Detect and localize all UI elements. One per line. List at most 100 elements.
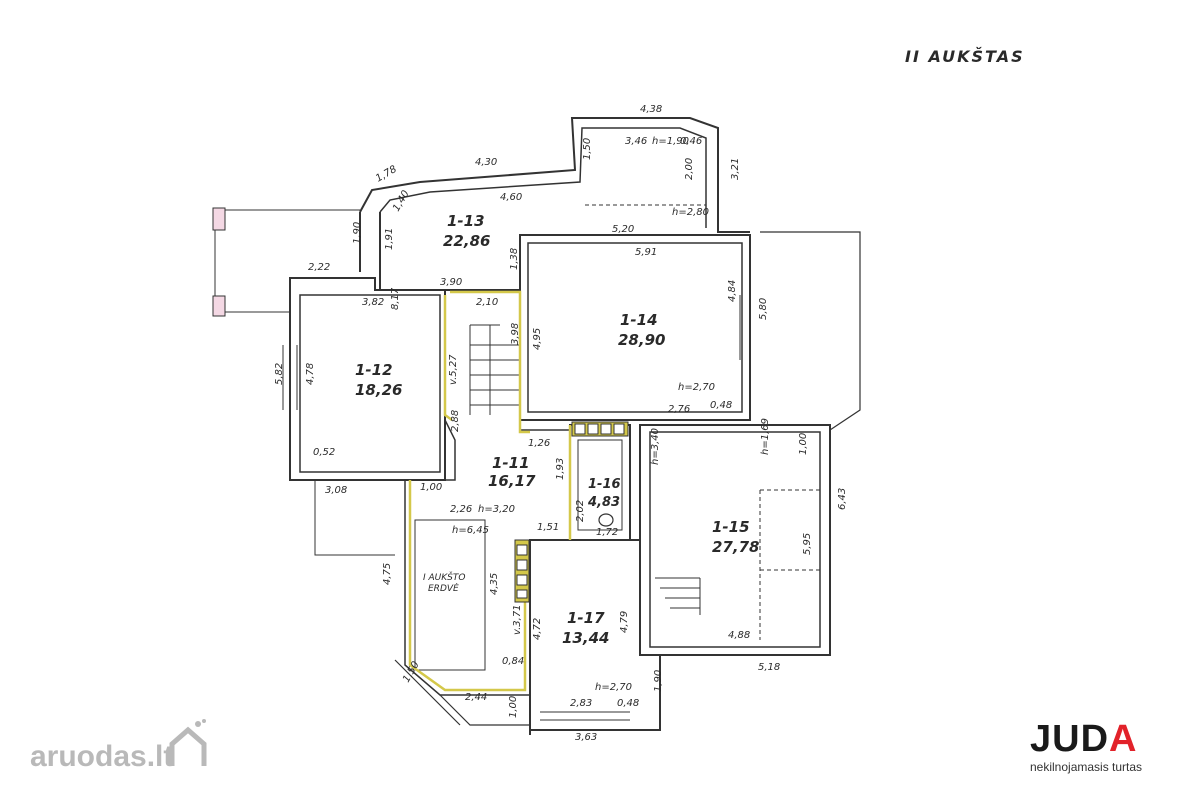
room-area: 16,17	[488, 472, 536, 490]
dimension-label: 2,22	[308, 262, 330, 273]
dimension-label: 5,95	[802, 533, 813, 555]
room-id: 1-13	[447, 212, 485, 230]
juda-brand: JUDA nekilnojamasis turtas	[1030, 720, 1160, 774]
dimension-label: 1,90	[352, 222, 363, 244]
dimension-label: 2,44	[465, 692, 487, 703]
dimension-label: 0,48	[617, 698, 639, 709]
dimension-label: 0,52	[313, 447, 335, 458]
dimension-label: 4,30	[475, 157, 497, 168]
dimension-label: 5,91	[635, 247, 657, 258]
dimension-label: h=3,40	[650, 428, 661, 465]
dimension-label: 1,00	[508, 696, 519, 718]
void-label: I AUKŠTO	[423, 571, 465, 583]
room-id: 1-16	[588, 477, 621, 492]
dimension-label: 5,20	[612, 224, 634, 235]
dimension-label: 1,00	[798, 433, 809, 455]
dimension-label: 4,35	[489, 573, 500, 595]
dimension-label: v.5,27	[448, 354, 459, 385]
balcony-post	[212, 207, 226, 231]
room-id: 1-15	[712, 518, 750, 536]
brand-logo-accent: A	[1109, 718, 1138, 760]
dimension-label: v.3,71	[512, 604, 523, 635]
dimension-label: 3,08	[325, 485, 347, 496]
dimension-label: 1,00	[420, 482, 442, 493]
dimension-label: 3,98	[510, 323, 521, 345]
dimension-label: 2,10	[476, 297, 498, 308]
dimension-label: 2,00	[684, 158, 695, 180]
dimension-label: 0,46	[680, 136, 702, 147]
dimension-label: 4,72	[532, 618, 543, 640]
room-id: 1-17	[567, 609, 605, 627]
aruodas-watermark: aruodas.lt	[30, 740, 173, 774]
dimension-label: 3,82	[362, 297, 384, 308]
room-1-12-inner	[299, 294, 441, 473]
terrace-right	[760, 231, 861, 431]
dimension-label: 5,82	[274, 363, 285, 385]
chimney-block	[514, 539, 530, 603]
dimension-label: 1,26	[528, 438, 550, 449]
staircase-upper	[469, 324, 520, 415]
balcony-left	[214, 209, 360, 313]
dimension-label: 2,76	[668, 404, 690, 415]
dimension-label: h=1,69	[760, 418, 771, 455]
house-icon	[168, 718, 208, 768]
dimension-label: 5,18	[758, 662, 780, 673]
dimension-label: 1,93	[555, 458, 566, 480]
room-1-16-inner	[577, 439, 623, 531]
void-label: ERDVĖ	[428, 583, 459, 594]
dimension-label: 6,43	[837, 488, 848, 510]
dimension-label: 5,80	[758, 298, 769, 320]
dimension-label: 4,60	[500, 192, 522, 203]
highlight-outline	[408, 290, 572, 692]
dimension-label: 3,63	[575, 732, 597, 743]
walls	[214, 117, 861, 735]
dimension-label: h=2,70	[678, 382, 715, 393]
dimension-label: h=1,90	[652, 136, 689, 147]
dimension-label: 4,38	[640, 104, 662, 115]
staircase-lower	[655, 577, 701, 615]
room-area: 18,26	[355, 381, 402, 399]
room-1-13-inner	[379, 127, 707, 228]
dimension-label: 4,79	[619, 611, 630, 633]
room-area: 27,78	[712, 538, 759, 556]
dimension-label: h=2,70	[595, 682, 632, 693]
dimension-label: 4,75	[382, 563, 393, 585]
dimension-label: 0,84	[502, 656, 524, 667]
dimension-label: 2,88	[450, 410, 461, 432]
dimension-label: h=6,45	[452, 525, 489, 536]
lower-left-wall	[439, 694, 530, 726]
dimension-label: 2,26	[450, 504, 472, 515]
dimension-label: 3,90	[440, 277, 462, 288]
dimension-label: 4,78	[305, 363, 316, 385]
watermark-text: aruodas	[30, 740, 147, 773]
dimension-label: 1,38	[509, 248, 520, 270]
room-area: 13,44	[562, 629, 609, 647]
floor-title: II AUKŠTAS	[905, 46, 1025, 66]
room-area: 28,90	[618, 331, 665, 349]
dimension-label: h=2,80	[672, 207, 709, 218]
dimension-label: 8,17	[390, 287, 401, 310]
room-1-13-wall	[359, 117, 750, 233]
room-area: 4,83	[587, 495, 620, 510]
void-area	[414, 519, 486, 671]
dimension-label: 1,51	[537, 522, 559, 533]
dimension-label: 3,21	[730, 158, 741, 180]
dimension-label: h=3,20	[478, 504, 515, 515]
dimension-label: 2,02	[575, 500, 586, 522]
brand-subtitle: nekilnojamasis turtas	[1030, 760, 1143, 774]
dimension-label: 1,91	[384, 228, 395, 250]
dimension-label: 3,46	[625, 136, 647, 147]
dimension-label: 4,84	[727, 280, 738, 302]
toilet-icon	[598, 513, 614, 527]
balcony-post	[212, 295, 226, 317]
vent-block	[571, 421, 629, 437]
dimension-label: 1,72	[596, 527, 618, 538]
room-id: 1-12	[355, 361, 393, 379]
room-id: 1-11	[492, 454, 530, 472]
brand-logo-text: JUD	[1030, 718, 1110, 760]
lower-left-extension	[314, 480, 395, 556]
dimension-label: 1,78	[374, 164, 399, 185]
room-id: 1-14	[620, 311, 658, 329]
